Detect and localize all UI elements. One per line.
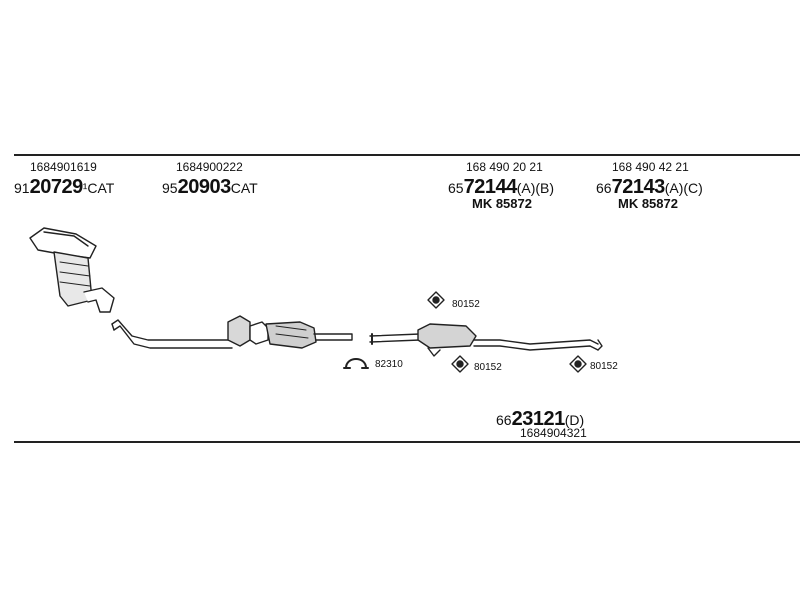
mid-code: 6572144(A)(B) xyxy=(448,176,554,199)
mid-number: 72144 xyxy=(463,176,518,198)
rubber-mount-rear-icon xyxy=(569,355,587,373)
cat1-number: 20729 xyxy=(29,176,84,198)
clamp-label: 82310 xyxy=(375,359,403,370)
rubber-top-label: 80152 xyxy=(452,299,480,310)
rubber-mid-label: 80152 xyxy=(474,362,502,373)
top-rule xyxy=(14,154,800,156)
cat2-suffix: CAT xyxy=(230,180,258,196)
cat2-ref: 1684900222 xyxy=(176,160,243,174)
bottom-ref: 1684904321 xyxy=(520,426,587,440)
rubber-mount-mid-icon xyxy=(451,355,469,373)
rear-number: 72143 xyxy=(611,176,666,198)
bottom-rule xyxy=(14,441,800,443)
cat1-ref: 1684901619 xyxy=(30,160,97,174)
bottom-number: 23121 xyxy=(511,408,566,430)
mid-suffix: (A)(B) xyxy=(516,180,555,196)
cat1-suffix: ¹CAT xyxy=(82,180,115,196)
cat2-number: 20903 xyxy=(177,176,232,198)
mid-prefix: 65 xyxy=(448,180,464,196)
rubber-rear-label: 80152 xyxy=(590,361,618,372)
cat1-prefix: 91 xyxy=(14,180,30,196)
front-silencer xyxy=(227,315,353,349)
rear-prefix: 66 xyxy=(596,180,612,196)
rubber-mount-top-icon xyxy=(427,291,445,309)
rear-suffix: (A)(C) xyxy=(664,180,703,196)
front-pipe xyxy=(111,319,237,349)
bottom-code: 6623121(D) xyxy=(496,408,584,431)
middle-silencer xyxy=(369,323,603,357)
mid-mk: MK 85872 xyxy=(472,196,532,211)
bottom-suffix: (D) xyxy=(564,412,585,428)
cat1-code: 9120729¹CAT xyxy=(14,176,114,199)
cat2-prefix: 95 xyxy=(162,180,178,196)
cat2-code: 9520903CAT xyxy=(162,176,258,199)
bottom-prefix: 66 xyxy=(496,412,512,428)
catalytic-converter xyxy=(29,227,115,313)
mid-ref: 168 490 20 21 xyxy=(466,160,543,174)
rear-mk: MK 85872 xyxy=(618,196,678,211)
rear-ref: 168 490 42 21 xyxy=(612,160,689,174)
rear-code: 6672143(A)(C) xyxy=(596,176,703,199)
clamp-icon xyxy=(343,358,369,369)
